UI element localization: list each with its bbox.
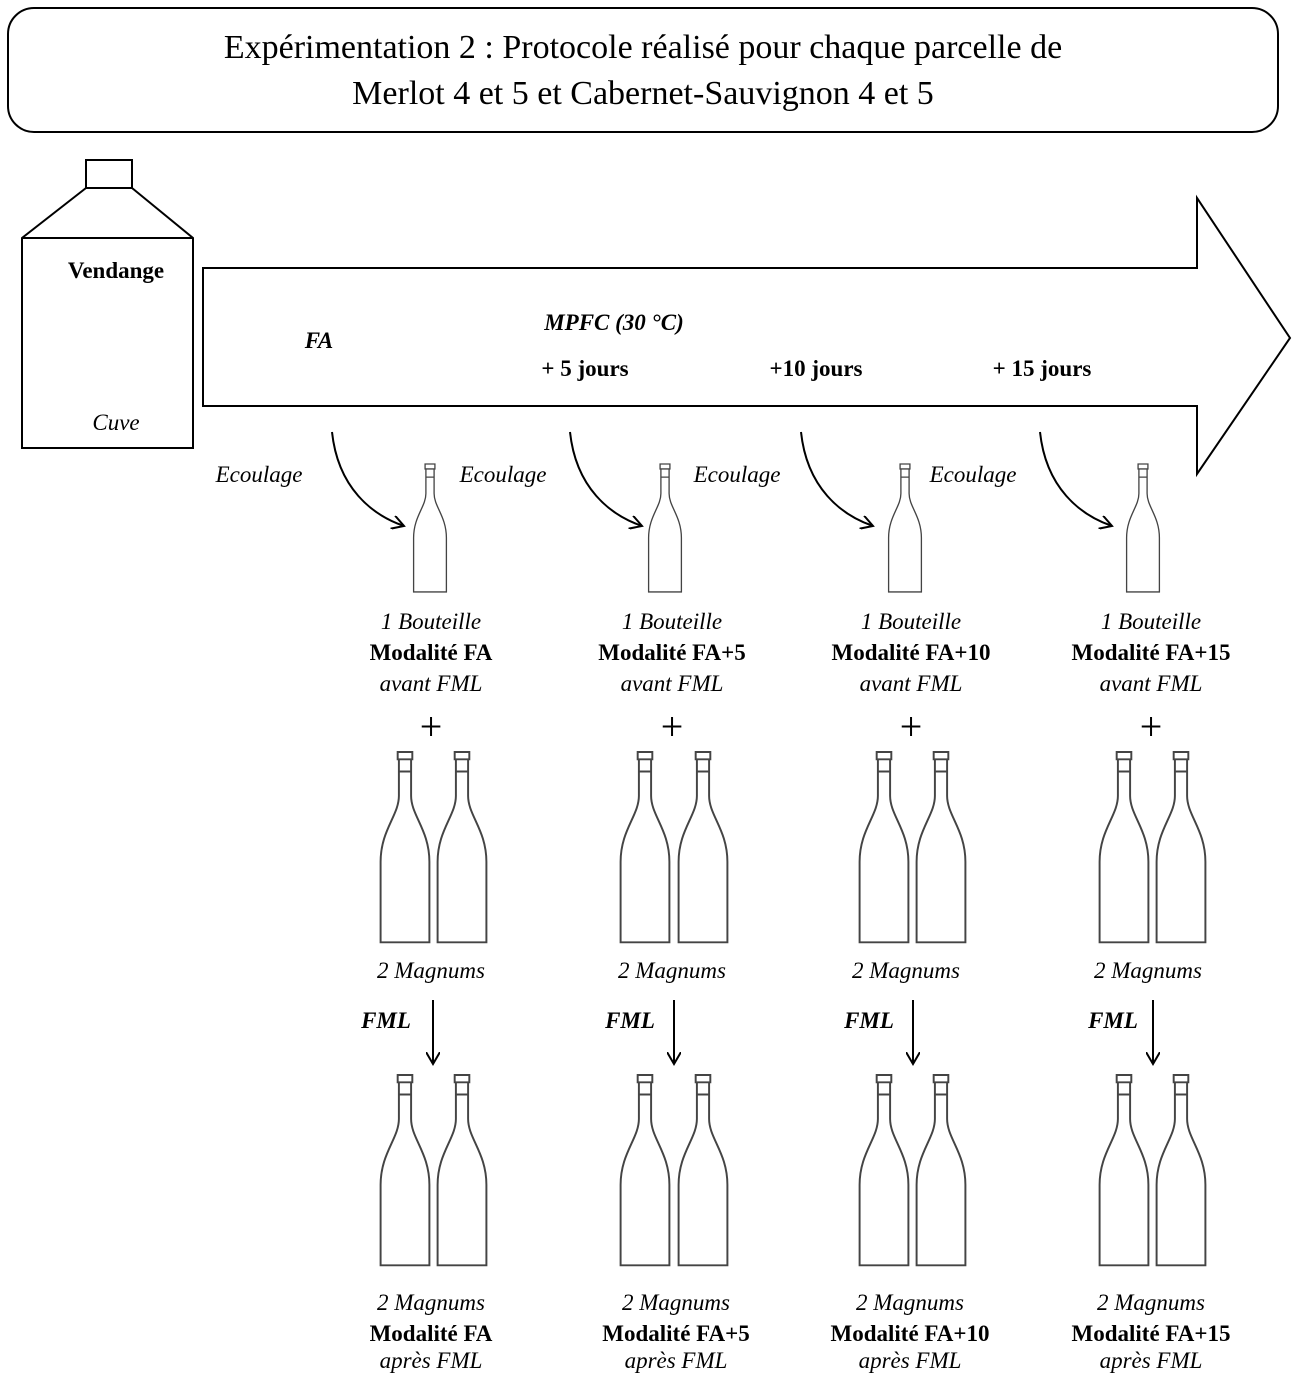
plus-sign: + [1140, 704, 1163, 749]
after-fml-label: après FML [380, 1348, 483, 1373]
title-line-2: Merlot 4 et 5 et Cabernet-Sauvignon 4 et… [352, 75, 934, 112]
fml-label: FML [843, 1008, 894, 1033]
before-fml-label: avant FML [860, 671, 963, 696]
drain-label-fa5: Ecoulage [459, 462, 547, 487]
magnum-icon [858, 751, 910, 944]
drain-label-fa10: Ecoulage [693, 462, 781, 487]
column-fa15: 1 Bouteille Modalité FA+15 avant FML + 2… [1039, 431, 1231, 1373]
magnum-icon [677, 1074, 729, 1267]
modality-before-fml: Modalité FA+5 [598, 640, 745, 665]
magnum-icon [436, 751, 488, 944]
fa-stage-label: FA [304, 328, 334, 353]
step-5-days: + 5 jours [541, 356, 628, 381]
column-fa10: 1 Bouteille Modalité FA+10 avant FML + 2… [800, 431, 991, 1373]
plus-sign: + [420, 704, 443, 749]
title-frame [7, 7, 1279, 133]
magnum-icon [619, 751, 671, 944]
drain-arrow [1039, 431, 1112, 526]
magnum-icon [677, 751, 729, 944]
modality-before-fml: Modalité FA+15 [1072, 640, 1231, 665]
single-bottle-count: 1 Bouteille [381, 609, 481, 634]
tank-harvest-label: Vendange [68, 258, 164, 283]
tank-label: Cuve [92, 410, 139, 435]
modality-before-fml: Modalité FA+10 [832, 640, 991, 665]
after-fml-label: après FML [625, 1348, 728, 1373]
step-10-days: +10 jours [770, 356, 863, 381]
magnums-before-fml: 2 Magnums [852, 958, 960, 983]
drain-arrow [331, 431, 404, 526]
magnum-icon [1098, 751, 1150, 944]
before-fml-label: avant FML [1100, 671, 1203, 696]
magnums-before-fml: 2 Magnums [1094, 958, 1202, 983]
plus-sign: + [661, 704, 684, 749]
magnums-after-fml: 2 Magnums [622, 1290, 730, 1315]
magnum-icon [379, 751, 431, 944]
single-bottle-count: 1 Bouteille [861, 609, 961, 634]
magnum-icon [619, 1074, 671, 1267]
plus-sign: + [900, 704, 923, 749]
bottle-icon [647, 463, 683, 593]
title-box: Expérimentation 2 : Protocole réalisé po… [7, 7, 1279, 133]
drain-arrow [569, 431, 642, 526]
magnum-icon [1155, 751, 1207, 944]
magnum-icon [1155, 1074, 1207, 1267]
magnum-icon [1098, 1074, 1150, 1267]
column-fa5: 1 Bouteille Modalité FA+5 avant FML + 2 … [569, 431, 750, 1373]
modality-after-fml: Modalité FA+5 [602, 1321, 749, 1346]
title-line-1: Expérimentation 2 : Protocole réalisé po… [224, 29, 1062, 66]
drain-label-fa: Ecoulage [215, 462, 303, 487]
process-arrow: FA MPFC (30 °C) + 5 jours +10 jours + 15… [202, 194, 1292, 478]
drain-label-fa15: Ecoulage [929, 462, 1017, 487]
fml-label: FML [1087, 1008, 1138, 1033]
column-fa: 1 Bouteille Modalité FA avant FML + 2 Ma… [331, 431, 493, 1373]
tank: Vendange Cuve [21, 159, 194, 449]
single-bottle-count: 1 Bouteille [622, 609, 722, 634]
before-fml-label: avant FML [621, 671, 724, 696]
process-arrow-shape [202, 194, 1292, 478]
bottle-icon [887, 463, 923, 593]
mpfc-label: MPFC (30 °C) [543, 310, 684, 335]
magnum-icon [379, 1074, 431, 1267]
modality-before-fml: Modalité FA [370, 640, 493, 665]
drain-labels: Ecoulage Ecoulage Ecoulage Ecoulage [215, 462, 1017, 487]
tank-cap [85, 159, 133, 189]
magnums-before-fml: 2 Magnums [377, 958, 485, 983]
magnums-after-fml: 2 Magnums [377, 1290, 485, 1315]
after-fml-label: après FML [1100, 1348, 1203, 1373]
after-fml-label: après FML [859, 1348, 962, 1373]
magnums-before-fml: 2 Magnums [618, 958, 726, 983]
step-15-days: + 15 jours [993, 356, 1092, 381]
magnum-icon [915, 1074, 967, 1267]
magnum-icon [858, 1074, 910, 1267]
magnum-icon [436, 1074, 488, 1267]
fml-label: FML [360, 1008, 411, 1033]
magnums-after-fml: 2 Magnums [856, 1290, 964, 1315]
fml-label: FML [604, 1008, 655, 1033]
modality-after-fml: Modalité FA [370, 1321, 493, 1346]
tank-body [21, 187, 194, 449]
bottle-icon [1125, 463, 1161, 593]
modality-after-fml: Modalité FA+10 [831, 1321, 990, 1346]
magnums-after-fml: 2 Magnums [1097, 1290, 1205, 1315]
modality-after-fml: Modalité FA+15 [1072, 1321, 1231, 1346]
bottle-icon [412, 463, 448, 593]
single-bottle-count: 1 Bouteille [1101, 609, 1201, 634]
magnum-icon [915, 751, 967, 944]
drain-arrow [800, 431, 873, 526]
before-fml-label: avant FML [380, 671, 483, 696]
